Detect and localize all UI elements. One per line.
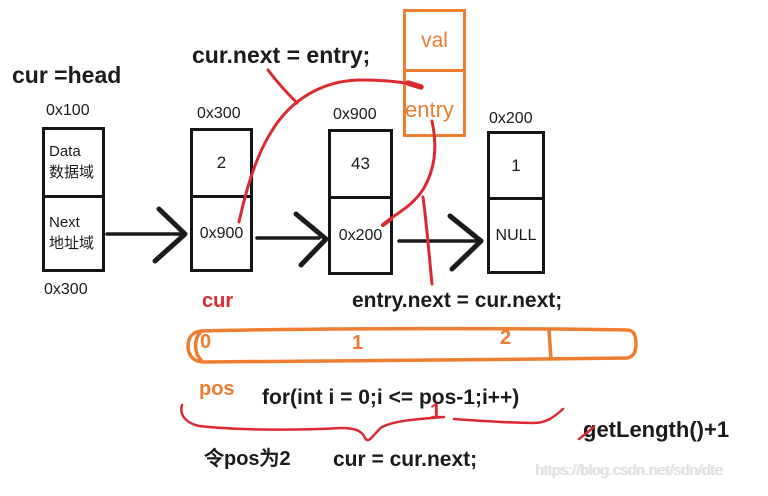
- node2-box: 43 0x200: [328, 129, 393, 275]
- node3-address-label: 0x200: [489, 110, 533, 127]
- watermark: https://blog.csdn.net/sdn/dte: [535, 462, 723, 479]
- get-length-label: getLength()+1: [583, 417, 730, 442]
- head-node-next-value-label: 0x300: [44, 281, 88, 298]
- arrow-node1-to-node2: [255, 211, 329, 268]
- entry-next-cur-next-label: entry.next = cur.next;: [352, 289, 563, 312]
- pos-array-index-1: 1: [352, 332, 364, 354]
- node3-next-cell: NULL: [495, 226, 537, 244]
- node2-data-cell: 43: [331, 132, 390, 199]
- cur-advance-label: cur = cur.next;: [333, 448, 478, 471]
- arrow-node2-to-node3: [397, 213, 484, 272]
- cur-next-entry-label: cur.next = entry;: [192, 42, 371, 68]
- pos-array-index-2: 2: [500, 327, 512, 349]
- head-node-address-label: 0x100: [46, 102, 90, 119]
- head-data-field-en: Data: [49, 143, 81, 161]
- node2-next-cell: 0x200: [338, 226, 383, 244]
- entry-node-val-cell: val: [406, 12, 463, 72]
- pos-array-index-0: 0: [200, 331, 212, 353]
- cur-pointer-label: cur: [202, 290, 234, 312]
- head-next-field-en: Next: [49, 214, 80, 232]
- pos-label: pos: [199, 378, 235, 400]
- node3-box: 1 NULL: [487, 131, 545, 274]
- head-node-data-cell: Data 数据域: [45, 130, 102, 198]
- arrow-head-to-node1: [105, 206, 188, 264]
- head-next-field-cn: 地址域: [49, 234, 95, 252]
- red-brace-under-for-loop: [180, 403, 565, 442]
- red-wavy-down-stroke: [421, 195, 434, 286]
- loop-count-mark: 1: [430, 400, 442, 423]
- head-node-next-cell: Next 地址域: [45, 198, 102, 269]
- node1-box: 2 0x900: [190, 128, 253, 272]
- red-pointer-from-cur-next-entry: [266, 68, 299, 105]
- pos-array-box: [186, 326, 638, 364]
- for-loop-label: for(int i = 0;i <= pos-1;i++): [262, 386, 520, 409]
- pos-array-divider: [547, 329, 553, 361]
- cur-equals-head-label: cur =head: [12, 62, 122, 88]
- node3-data-cell: 1: [490, 134, 542, 200]
- node1-data-cell: 2: [193, 131, 250, 198]
- head-node-box: Data 数据域 Next 地址域: [42, 127, 105, 272]
- entry-node-name-label: entry: [405, 97, 454, 122]
- head-data-field-cn: 数据域: [49, 163, 95, 181]
- node1-address-label: 0x300: [197, 105, 241, 122]
- node1-next-cell: 0x900: [199, 224, 244, 242]
- let-pos-be-2-label: 令pos为2: [204, 448, 291, 470]
- node2-address-label: 0x900: [333, 106, 377, 123]
